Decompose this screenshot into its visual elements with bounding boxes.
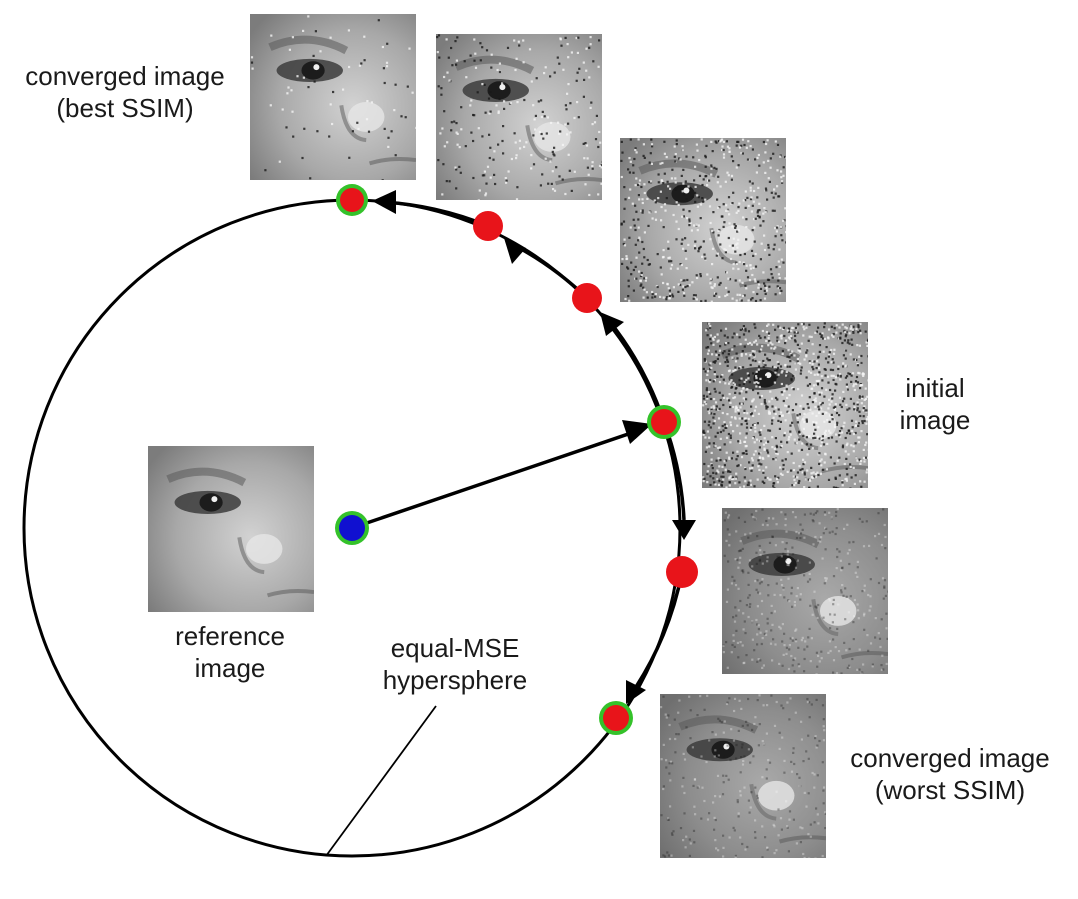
hypersphere-label-line1: equal-MSE <box>370 632 540 664</box>
trajectory-arrowhead-1 <box>600 312 624 336</box>
reference-label-line2: image <box>140 652 320 684</box>
point-reference <box>335 511 369 545</box>
converged-worst-label-line2: (worst SSIM) <box>832 774 1068 806</box>
trajectory-arrowhead-4 <box>672 520 696 540</box>
converged-worst-label-line1: converged image <box>832 742 1068 774</box>
point-step-2 <box>572 283 602 313</box>
trajectory-arrowhead-3 <box>372 190 396 214</box>
hypersphere-label-line2: hypersphere <box>370 664 540 696</box>
hypersphere-pointer-line <box>326 706 436 856</box>
initial-label: initial image <box>880 372 990 436</box>
initial-image <box>702 322 868 488</box>
step-image-3 <box>722 508 888 674</box>
reference-image <box>148 446 314 612</box>
initial-label-line2: image <box>880 404 990 436</box>
step-image-2 <box>620 138 786 302</box>
point-converged-worst <box>599 701 633 735</box>
point-step-3 <box>666 556 698 588</box>
reference-label-line1: reference <box>140 620 320 652</box>
converged-best-label-line1: converged image <box>10 60 240 92</box>
converged-worst-label: converged image (worst SSIM) <box>832 742 1068 806</box>
initial-label-line1: initial <box>880 372 990 404</box>
radius-arrow <box>352 430 640 528</box>
point-step-1 <box>473 211 503 241</box>
reference-label: reference image <box>140 620 320 684</box>
converged-best-label-line2: (best SSIM) <box>10 92 240 124</box>
converged-worst-image <box>660 694 826 858</box>
converged-best-image <box>250 14 416 180</box>
point-initial <box>647 405 681 439</box>
trajectory-arrowhead-5 <box>626 680 646 704</box>
hypersphere-label: equal-MSE hypersphere <box>370 632 540 696</box>
step-image-1 <box>436 34 602 200</box>
converged-best-label: converged image (best SSIM) <box>10 60 240 124</box>
point-converged-best <box>336 184 368 216</box>
